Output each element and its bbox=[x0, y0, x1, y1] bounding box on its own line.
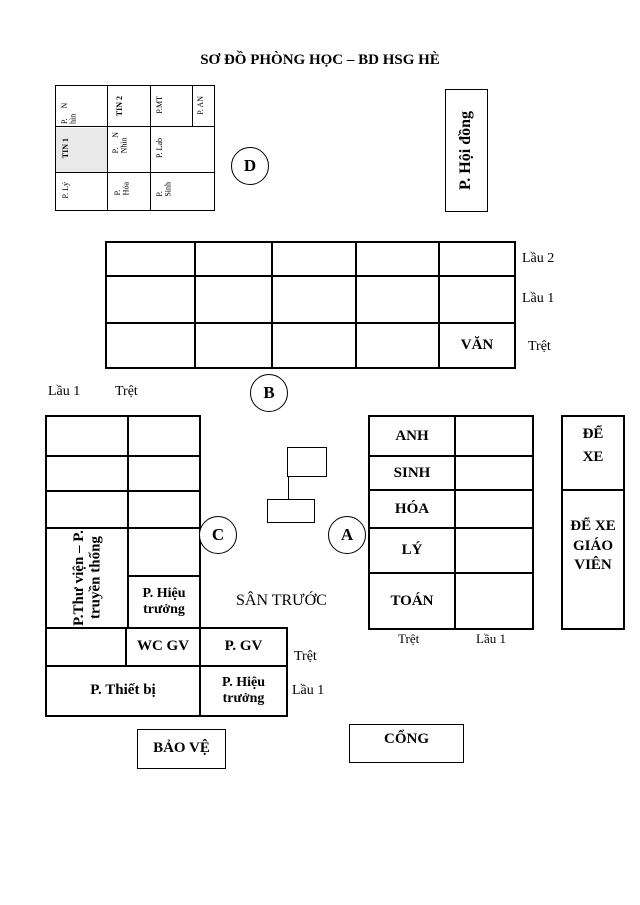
room-ly: LÝ bbox=[401, 542, 423, 558]
marker-c: C bbox=[199, 516, 237, 554]
flag-base-icon bbox=[267, 499, 315, 523]
b-floor-lau2: Lầu 2 bbox=[522, 251, 555, 266]
room-hoi-dong: P. Hội đồng bbox=[445, 89, 488, 212]
san-truoc-label: SÂN TRƯỚC bbox=[236, 592, 327, 609]
room-pmt: P.MT bbox=[155, 96, 164, 114]
b-floor-lau1: Lầu 1 bbox=[522, 291, 555, 306]
page-title: SƠ ĐỒ PHÒNG HỌC – BD HSG HÈ bbox=[200, 52, 440, 68]
room-van: VĂN bbox=[460, 337, 494, 353]
c-bottom-lau1: Lầu 1 bbox=[292, 683, 325, 698]
room-ply: P. Lý bbox=[61, 182, 70, 199]
parking-block: ĐỂ XE ĐỂ XE GIÁO VIÊN bbox=[561, 415, 625, 630]
room-thu-vien: P.Thư viện – P. truyền thống bbox=[70, 530, 104, 626]
room-plab: P. Lab bbox=[155, 138, 164, 158]
block-a: ANH SINH HÓA LÝ TOÁN bbox=[368, 415, 534, 630]
block-d: P. N hìn TIN 2 P.MT P. AN TIN 1 P. N Nhì… bbox=[55, 85, 215, 211]
c-floor-lau1: Lầu 1 bbox=[48, 384, 81, 399]
flagpole-line bbox=[288, 477, 289, 499]
room-psinh: P. Sinh bbox=[155, 182, 173, 197]
block-c: P.Thư viện – P. truyền thống P. Hiệu trư… bbox=[45, 415, 201, 629]
room-hoa: HÓA bbox=[394, 500, 430, 517]
room-p-nhin-2: P. N Nhìn bbox=[111, 132, 129, 154]
room-p-gv: P. GV bbox=[199, 627, 288, 667]
room-hieu-truong-lau1: P. Hiệu trưởng bbox=[199, 665, 288, 717]
flag-icon bbox=[287, 447, 327, 477]
de-xe: ĐỂ XE bbox=[582, 426, 604, 466]
room-tin2: TIN 2 bbox=[115, 96, 124, 117]
a-floor-tret: Trệt bbox=[398, 631, 420, 646]
b-floor-tret: Trệt bbox=[528, 339, 551, 354]
room-p-nhin: P. N hìn bbox=[60, 102, 78, 124]
bao-ve: BẢO VỆ bbox=[137, 729, 226, 769]
marker-d: D bbox=[231, 147, 269, 185]
cong: CỔNG bbox=[349, 724, 464, 763]
room-pan: P. AN bbox=[196, 96, 205, 115]
c-bottom-tret: Trệt bbox=[294, 649, 317, 664]
room-sinh: SINH bbox=[393, 464, 431, 481]
marker-a: A bbox=[328, 516, 366, 554]
marker-b: B bbox=[250, 374, 288, 412]
block-b: VĂN bbox=[105, 241, 516, 369]
room-hieu-truong-tret: P. Hiệu trưởng bbox=[142, 585, 186, 617]
a-floor-lau1: Lầu 1 bbox=[476, 631, 506, 646]
room-phoa: P. Hóa bbox=[113, 182, 131, 196]
de-xe-giao-vien: ĐỂ XE GIÁO VIÊN bbox=[570, 518, 616, 573]
room-thiet-bi: P. Thiết bị bbox=[45, 665, 201, 717]
c-floor-tret: Trệt bbox=[115, 384, 138, 399]
room-tin1: TIN 1 bbox=[61, 138, 70, 159]
room-toan: TOÁN bbox=[390, 592, 434, 609]
room-empty bbox=[45, 627, 127, 667]
room-anh: ANH bbox=[395, 427, 429, 444]
room-wc-gv: WC GV bbox=[125, 627, 201, 667]
